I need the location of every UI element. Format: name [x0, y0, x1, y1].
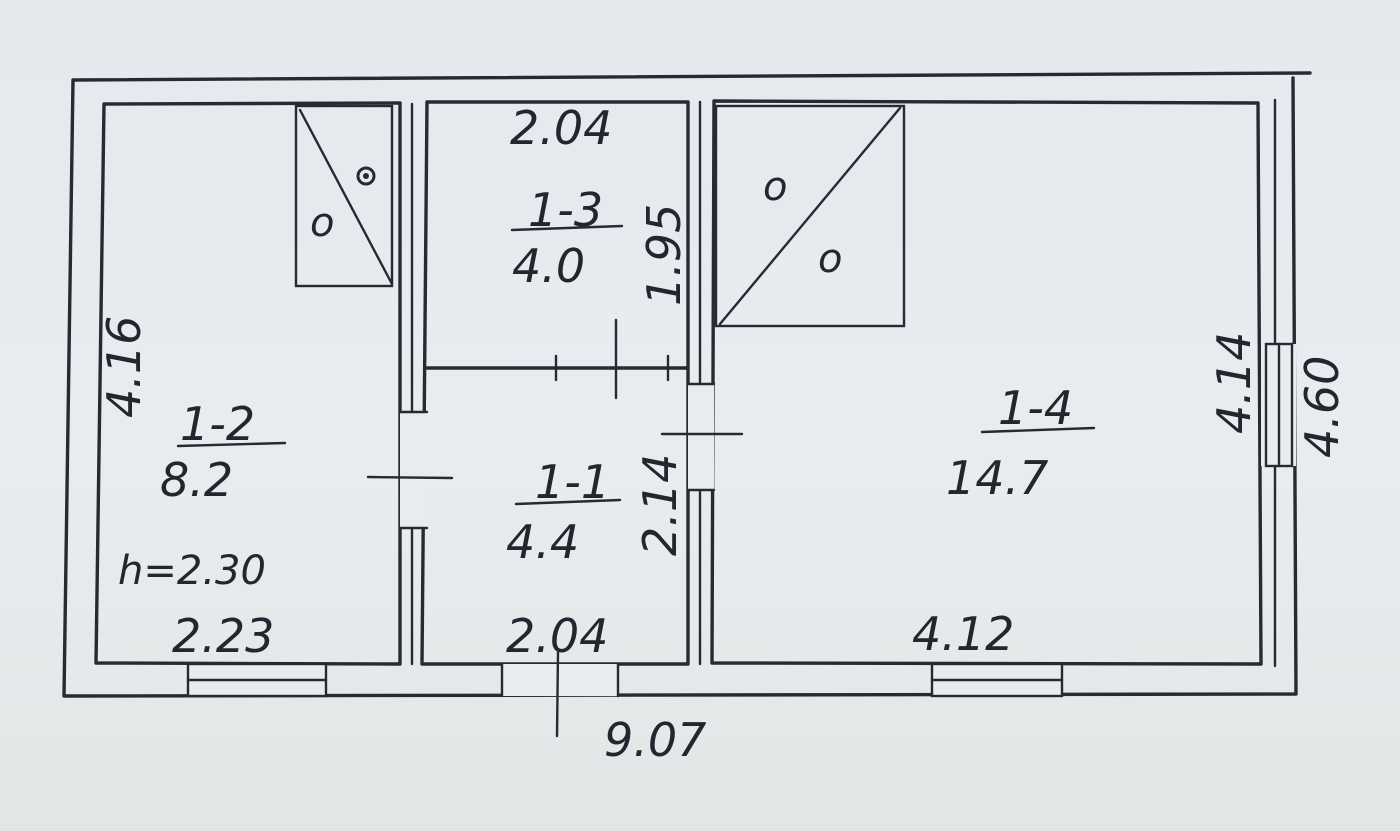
room-1-2-area: 8.2 — [160, 453, 233, 507]
door-1-1-1-4 — [660, 382, 744, 492]
room-1-3-height: 1.95 — [637, 204, 691, 306]
stove-burner-right-b: o — [818, 236, 842, 282]
overall-depth: 4.60 — [1295, 356, 1349, 458]
room-1-1-area: 4.4 — [506, 515, 579, 569]
room-1-3-width: 2.04 — [510, 101, 612, 155]
window-room-1-2 — [186, 662, 328, 698]
stove-room-1-4: o o — [714, 104, 906, 328]
room-1-1-fraction-bar — [514, 498, 622, 506]
room-1-2-height: 4.16 — [97, 316, 151, 418]
room-1-2-width: 2.23 — [172, 609, 274, 663]
room-1-4-id: 1-4 — [998, 381, 1073, 435]
room-1-4-width: 4.12 — [912, 607, 1014, 661]
stove-burner-right-a: o — [763, 164, 787, 210]
room-1-4-fraction-bar — [980, 426, 1096, 434]
room-1-4-outline — [710, 99, 1263, 666]
room-1-4-height: 4.14 — [1207, 332, 1261, 434]
room-1-3-area: 4.0 — [512, 239, 585, 293]
room-1-3-fraction-bar — [510, 224, 624, 232]
room-1-2-id: 1-2 — [180, 397, 255, 451]
room-1-2-outline — [94, 101, 402, 666]
room-1-1-width: 2.04 — [506, 609, 608, 663]
room-1-2-fraction-bar — [176, 441, 287, 448]
door-1-2-1-1 — [366, 410, 454, 530]
room-1-4-area: 14.7 — [946, 451, 1048, 505]
window-room-1-4-right — [1261, 342, 1296, 468]
overall-length: 9.07 — [604, 713, 706, 767]
room-1-2-ceiling: h=2.30 — [118, 548, 266, 594]
entrance-door — [500, 650, 620, 738]
room-1-1-height: 2.14 — [633, 454, 687, 556]
stove-burner-left: o — [310, 200, 334, 246]
stove-room-1-2: o — [294, 104, 394, 288]
window-room-1-4-bottom — [930, 662, 1064, 698]
door-1-3-1-1 — [554, 318, 670, 400]
